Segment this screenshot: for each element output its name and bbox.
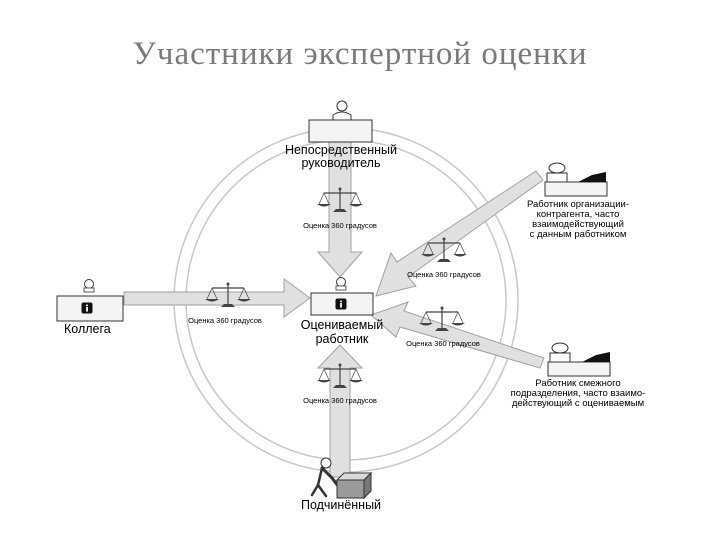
center-node-label-line1: Оцениваемый <box>301 318 384 332</box>
top-right-node-label-line2: контрагента, часто <box>537 209 620 220</box>
bottom-right-node-label-line3: действующий с оцениваемым <box>512 398 644 409</box>
bottom-right-node-label-line1: Работник смежного <box>535 378 620 389</box>
person-icon <box>310 457 340 498</box>
bottom-right-arrow-label: Оценка 360 градусов <box>406 339 480 348</box>
page-title: Участники экспертной оценки <box>132 36 588 72</box>
desk-icon <box>308 119 373 143</box>
top-right-node-label-line1: Работник организации- <box>527 199 629 210</box>
bottom-arrow-label: Оценка 360 градусов <box>303 396 377 405</box>
bottom-right-node-label-line2: подразделения, часто взаимо- <box>511 388 646 399</box>
top-right-arrow-label: Оценка 360 градусов <box>407 270 481 279</box>
top-arrow-label: Оценка 360 градусов <box>303 221 377 230</box>
person-icon <box>336 100 348 112</box>
person-icon <box>336 277 346 287</box>
left-node <box>56 279 124 322</box>
info-icon <box>335 298 347 310</box>
center-node <box>310 277 374 316</box>
person-icon <box>551 342 569 354</box>
info-icon <box>81 302 93 314</box>
center-node-label-line2: работник <box>316 332 369 346</box>
bottom-node <box>310 457 373 500</box>
top-right-node-label-line3: взаимодействующий <box>532 219 624 230</box>
left-arrow-label: Оценка 360 градусов <box>188 316 262 325</box>
top-node <box>308 100 373 143</box>
arrow-bottom <box>316 344 364 478</box>
bottom-node-label: Подчинённый <box>301 498 381 512</box>
arrow-top-right <box>375 170 544 297</box>
bottom-right-node <box>547 342 611 377</box>
box-icon <box>335 471 373 500</box>
scales-icon <box>316 186 364 213</box>
top-node-label-line2: руководитель <box>301 156 380 170</box>
top-right-node-label-line4: с данным работником <box>530 229 627 240</box>
person-icon <box>84 279 94 289</box>
arrow-left <box>123 278 311 318</box>
top-node-label-line1: Непосредственный <box>285 143 397 157</box>
top-right-node <box>544 162 608 197</box>
desk-icon <box>547 361 611 377</box>
desk-icon <box>544 181 608 197</box>
person-icon <box>548 162 566 174</box>
left-node-label: Коллега <box>64 322 111 336</box>
arrow-bottom-right <box>370 301 545 369</box>
